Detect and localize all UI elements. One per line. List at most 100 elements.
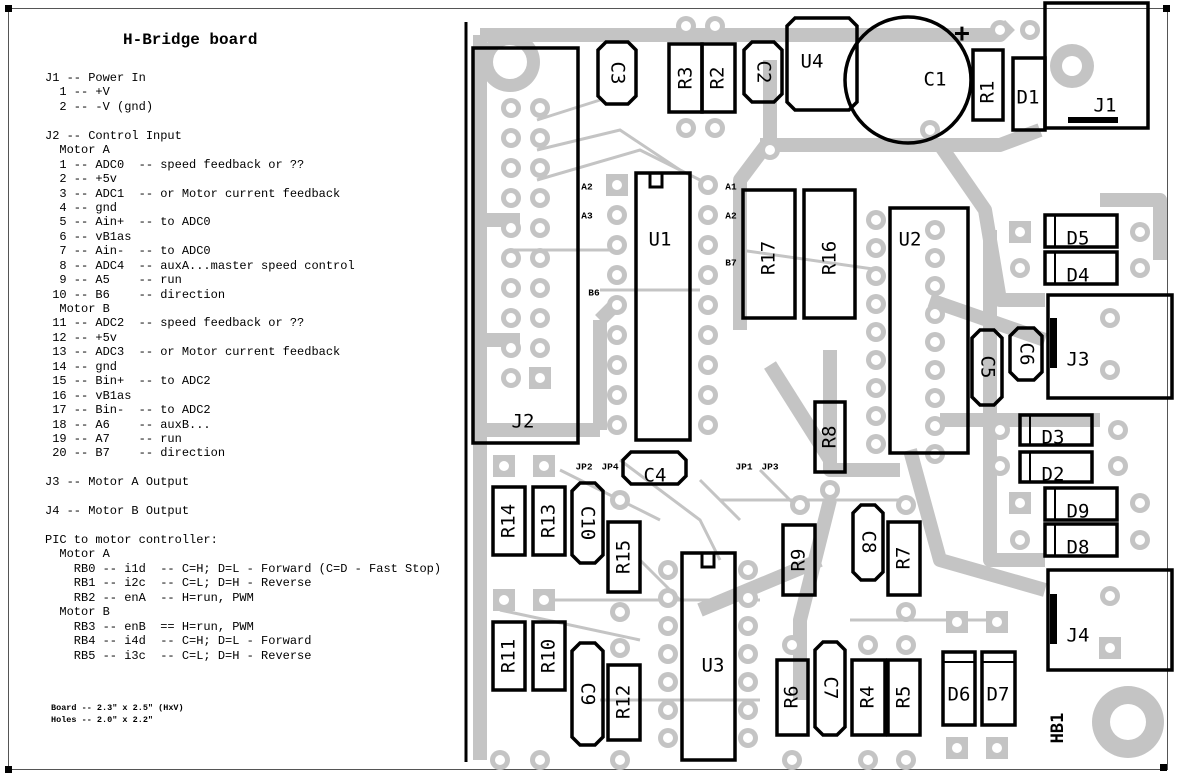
component-r13[interactable]: R13 [531, 485, 567, 557]
mounting-hole-center [1062, 56, 1082, 76]
component-c8[interactable]: C8 [851, 503, 885, 582]
component-label: J3 [1067, 349, 1090, 371]
component-label: D7 [987, 684, 1010, 706]
component-u1[interactable]: U1 [634, 171, 692, 442]
pad-hole [871, 411, 881, 421]
pad-hole [506, 373, 516, 383]
pin-label-b7-right: B7 [725, 258, 737, 269]
component-j3[interactable]: J3 [1046, 293, 1174, 400]
component-label: D6 [948, 684, 971, 706]
component-r5[interactable]: R5 [886, 658, 922, 737]
note-line: PIC to motor controller: [45, 533, 218, 547]
pad-hole [506, 103, 516, 113]
component-outline [606, 520, 642, 594]
component-u3[interactable]: U3 [680, 551, 737, 762]
component-label: D4 [1067, 265, 1090, 287]
note-line: 10 -- B6 -- direction [45, 287, 226, 302]
note-line: 7 -- Ain- -- to ADC0 [45, 244, 211, 259]
component-r7[interactable]: R7 [886, 520, 922, 597]
component-outline [531, 620, 567, 692]
pad-hole [495, 755, 505, 765]
component-r8[interactable]: R8 [813, 400, 847, 474]
component-r15[interactable]: R15 [606, 520, 642, 594]
component-r16[interactable]: R16 [802, 188, 857, 320]
note-line: Motor A [45, 143, 110, 158]
component-d8[interactable]: D8 [1043, 522, 1119, 559]
component-d7[interactable]: D7 [980, 650, 1017, 727]
component-r1[interactable]: R1 [971, 48, 1005, 122]
component-u2[interactable]: U2 [888, 206, 970, 455]
pad-hole [663, 705, 673, 715]
component-d5[interactable]: D5 [1043, 213, 1119, 250]
component-c9[interactable]: C9 [570, 641, 605, 747]
note-line: Motor A [45, 547, 110, 562]
component-u4[interactable]: U4 [785, 16, 859, 112]
note-line: Motor B [45, 605, 110, 620]
component-r14[interactable]: R14 [491, 485, 527, 557]
component-d3[interactable]: D3 [1018, 413, 1094, 449]
component-r11[interactable]: R11 [491, 620, 527, 692]
power-trace [480, 20, 1015, 42]
pad-hole [871, 439, 881, 449]
pad-hole [1015, 263, 1025, 273]
component-outline [888, 206, 970, 455]
pad-hole [663, 565, 673, 575]
component-c6[interactable]: C6 [1008, 326, 1044, 382]
component-outline [1043, 1, 1150, 130]
note-line: 5 -- Ain+ -- to ADC0 [45, 215, 211, 230]
pad-hole [1135, 498, 1145, 508]
note-line: 9 -- A5 -- run [45, 273, 182, 288]
component-r3[interactable]: R3 [667, 42, 704, 114]
component-outline [1008, 326, 1044, 382]
component-label: R12 [613, 685, 635, 719]
pad-hole [612, 180, 622, 190]
pad-hole [615, 643, 625, 653]
component-j2[interactable]: J2 [471, 46, 580, 445]
pad-hole [1015, 498, 1025, 508]
component-c7[interactable]: C7 [813, 640, 847, 737]
note-line: RB3 -- enB == H=run, PWM [45, 619, 254, 634]
component-d2[interactable]: D2 [1018, 450, 1094, 486]
component-d9[interactable]: D9 [1043, 486, 1119, 523]
component-r12[interactable]: R12 [606, 663, 642, 742]
component-c2[interactable]: C2 [742, 40, 784, 104]
component-j4[interactable]: J4 [1046, 568, 1174, 672]
component-r10[interactable]: R10 [531, 620, 567, 692]
component-r17[interactable]: R17 [741, 188, 797, 320]
component-c4[interactable]: C4 [621, 450, 688, 487]
component-label: D9 [1067, 501, 1090, 523]
pad-hole [506, 163, 516, 173]
component-c3[interactable]: C3 [596, 40, 638, 106]
component-r9[interactable]: R9 [781, 523, 817, 597]
component-c10[interactable]: C10 [570, 481, 605, 565]
component-r2[interactable]: R2 [700, 42, 737, 114]
component-outline [813, 400, 847, 474]
note-line: 15 -- Bin+ -- to ADC2 [45, 374, 211, 389]
component-label: R7 [893, 547, 915, 570]
power-trace [764, 361, 836, 464]
pad-hole [992, 617, 1002, 627]
component-r4[interactable]: R4 [850, 658, 887, 737]
component-label: C9 [577, 683, 599, 706]
component-label: D5 [1067, 228, 1090, 250]
pad-hole [663, 649, 673, 659]
component-d6[interactable]: D6 [941, 650, 977, 727]
signal-trace [619, 458, 722, 561]
component-j1[interactable]: J1 [1043, 1, 1150, 130]
ic-notch [648, 173, 664, 189]
pad-hole [1105, 591, 1115, 601]
signal-trace [499, 608, 641, 642]
pad-hole [506, 343, 516, 353]
pad-hole [663, 621, 673, 631]
component-r6[interactable]: R6 [775, 658, 810, 737]
component-c5[interactable]: C5 [970, 328, 1004, 407]
component-d1[interactable]: D1 [1011, 56, 1047, 132]
pad-hole [612, 240, 622, 250]
component-d4[interactable]: D4 [1043, 250, 1119, 287]
note-line: J1 -- Power In [45, 71, 146, 85]
pad-hole [1105, 313, 1115, 323]
pad-hole [825, 485, 835, 495]
component-c1[interactable]: C1+ [843, 15, 973, 145]
